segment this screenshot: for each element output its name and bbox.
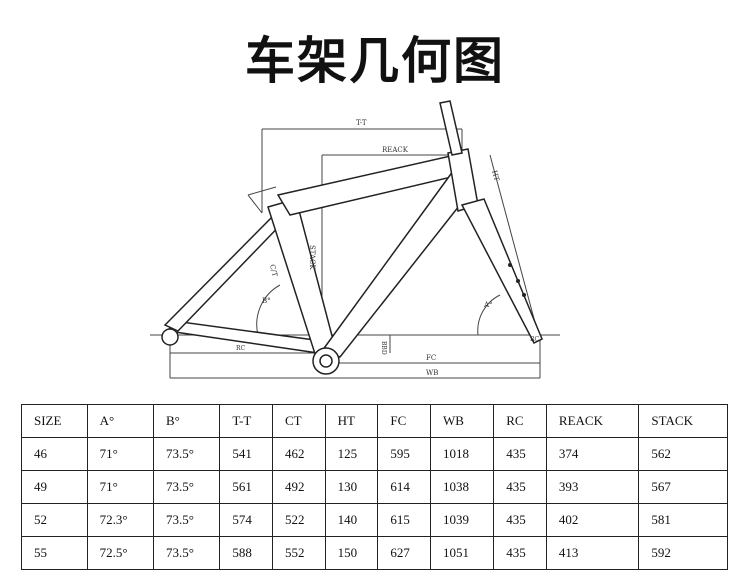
seat-tube <box>267 198 337 358</box>
table-cell: 492 <box>272 470 326 504</box>
table-cell: 552 <box>272 536 326 570</box>
table-cell: 627 <box>377 536 432 570</box>
wb-label: WB <box>426 369 438 377</box>
table-cell: 595 <box>377 437 432 471</box>
table-cell: 130 <box>324 470 379 504</box>
table-cell: 73.5° <box>152 437 221 471</box>
table-header: SIZE <box>21 404 88 438</box>
rc-angle-label: RC <box>530 336 540 343</box>
frame-geometry-diagram: T-T REACK HT STACK C/T B° A° BBD RC RC F… <box>150 100 560 379</box>
table-cell: 150 <box>324 536 379 570</box>
table-header: HT <box>324 404 379 438</box>
table-cell: 73.5° <box>152 536 221 570</box>
table-cell: 435 <box>493 536 547 570</box>
table-header: RC <box>493 404 547 438</box>
table-cell: 588 <box>219 536 273 570</box>
table-cell: 614 <box>377 470 432 504</box>
table-header: FC <box>377 404 432 438</box>
ct-label: C/T <box>268 264 279 278</box>
table-cell: 541 <box>219 437 273 471</box>
table-cell: 71° <box>86 470 154 504</box>
table-cell: 592 <box>638 536 728 570</box>
table-cell: 574 <box>219 503 273 537</box>
geometry-table: SIZE A° B° T-T CT HT FC WB RC REACK STAC… <box>21 404 728 570</box>
table-cell: 72.3° <box>86 503 154 537</box>
table-cell: 71° <box>86 437 154 471</box>
b-angle-arc <box>256 284 281 336</box>
table-header: A° <box>86 404 154 438</box>
table-cell: 1038 <box>430 470 495 504</box>
page-title: 车架几何图 <box>245 32 505 90</box>
a-angle-label: A° <box>483 301 493 309</box>
table-cell: 462 <box>272 437 326 471</box>
tt-label: T-T <box>356 119 367 127</box>
table-cell: 374 <box>545 437 640 471</box>
table-row: 55 72.5° 73.5° 588 552 150 627 1051 435 … <box>21 536 728 570</box>
table-cell: 49 <box>21 470 88 504</box>
table-cell: 562 <box>638 437 728 471</box>
table-header: B° <box>152 404 221 438</box>
table-cell: 55 <box>21 536 88 570</box>
table-header: STACK <box>638 404 728 438</box>
table-header: T-T <box>219 404 273 438</box>
table-cell: 73.5° <box>152 470 221 504</box>
bbd-label: BBD <box>380 341 387 355</box>
table-cell: 393 <box>545 470 640 504</box>
table-cell: 73.5° <box>152 503 221 537</box>
table-cell: 140 <box>324 503 379 537</box>
table-row: 49 71° 73.5° 561 492 130 614 1038 435 39… <box>21 470 728 504</box>
table-cell: 52 <box>21 503 88 537</box>
table-cell: 522 <box>272 503 326 537</box>
table-row: 46 71° 73.5° 541 462 125 595 1018 435 37… <box>21 437 728 471</box>
table-cell: 46 <box>21 437 88 471</box>
reack-label: REACK <box>382 146 409 154</box>
b-angle-label: B° <box>262 297 271 305</box>
table-header: CT <box>272 404 326 438</box>
a-angle-arc <box>477 294 501 336</box>
fc-label: FC <box>426 354 436 362</box>
rc-label: RC <box>236 345 246 352</box>
ht-label: HT <box>490 169 501 182</box>
table-header: WB <box>430 404 495 438</box>
table-cell: 1051 <box>430 536 495 570</box>
table-cell: 413 <box>545 536 640 570</box>
table-cell: 125 <box>324 437 379 471</box>
table-header-row: SIZE A° B° T-T CT HT FC WB RC REACK STAC… <box>21 404 728 438</box>
table-cell: 1018 <box>430 437 495 471</box>
table-cell: 72.5° <box>86 536 154 570</box>
table-row: 52 72.3° 73.5° 574 522 140 615 1039 435 … <box>21 503 728 537</box>
rear-dropout <box>161 328 179 346</box>
stack-label: STACK <box>308 245 316 270</box>
fork <box>460 198 543 345</box>
table-header: REACK <box>545 404 640 438</box>
table-cell: 435 <box>493 470 547 504</box>
table-cell: 561 <box>219 470 273 504</box>
steerer <box>439 100 463 156</box>
table-cell: 435 <box>493 503 547 537</box>
table-cell: 615 <box>377 503 432 537</box>
table-cell: 581 <box>638 503 728 537</box>
table-cell: 567 <box>638 470 728 504</box>
table-cell: 1039 <box>430 503 495 537</box>
table-cell: 402 <box>545 503 640 537</box>
table-cell: 435 <box>493 437 547 471</box>
